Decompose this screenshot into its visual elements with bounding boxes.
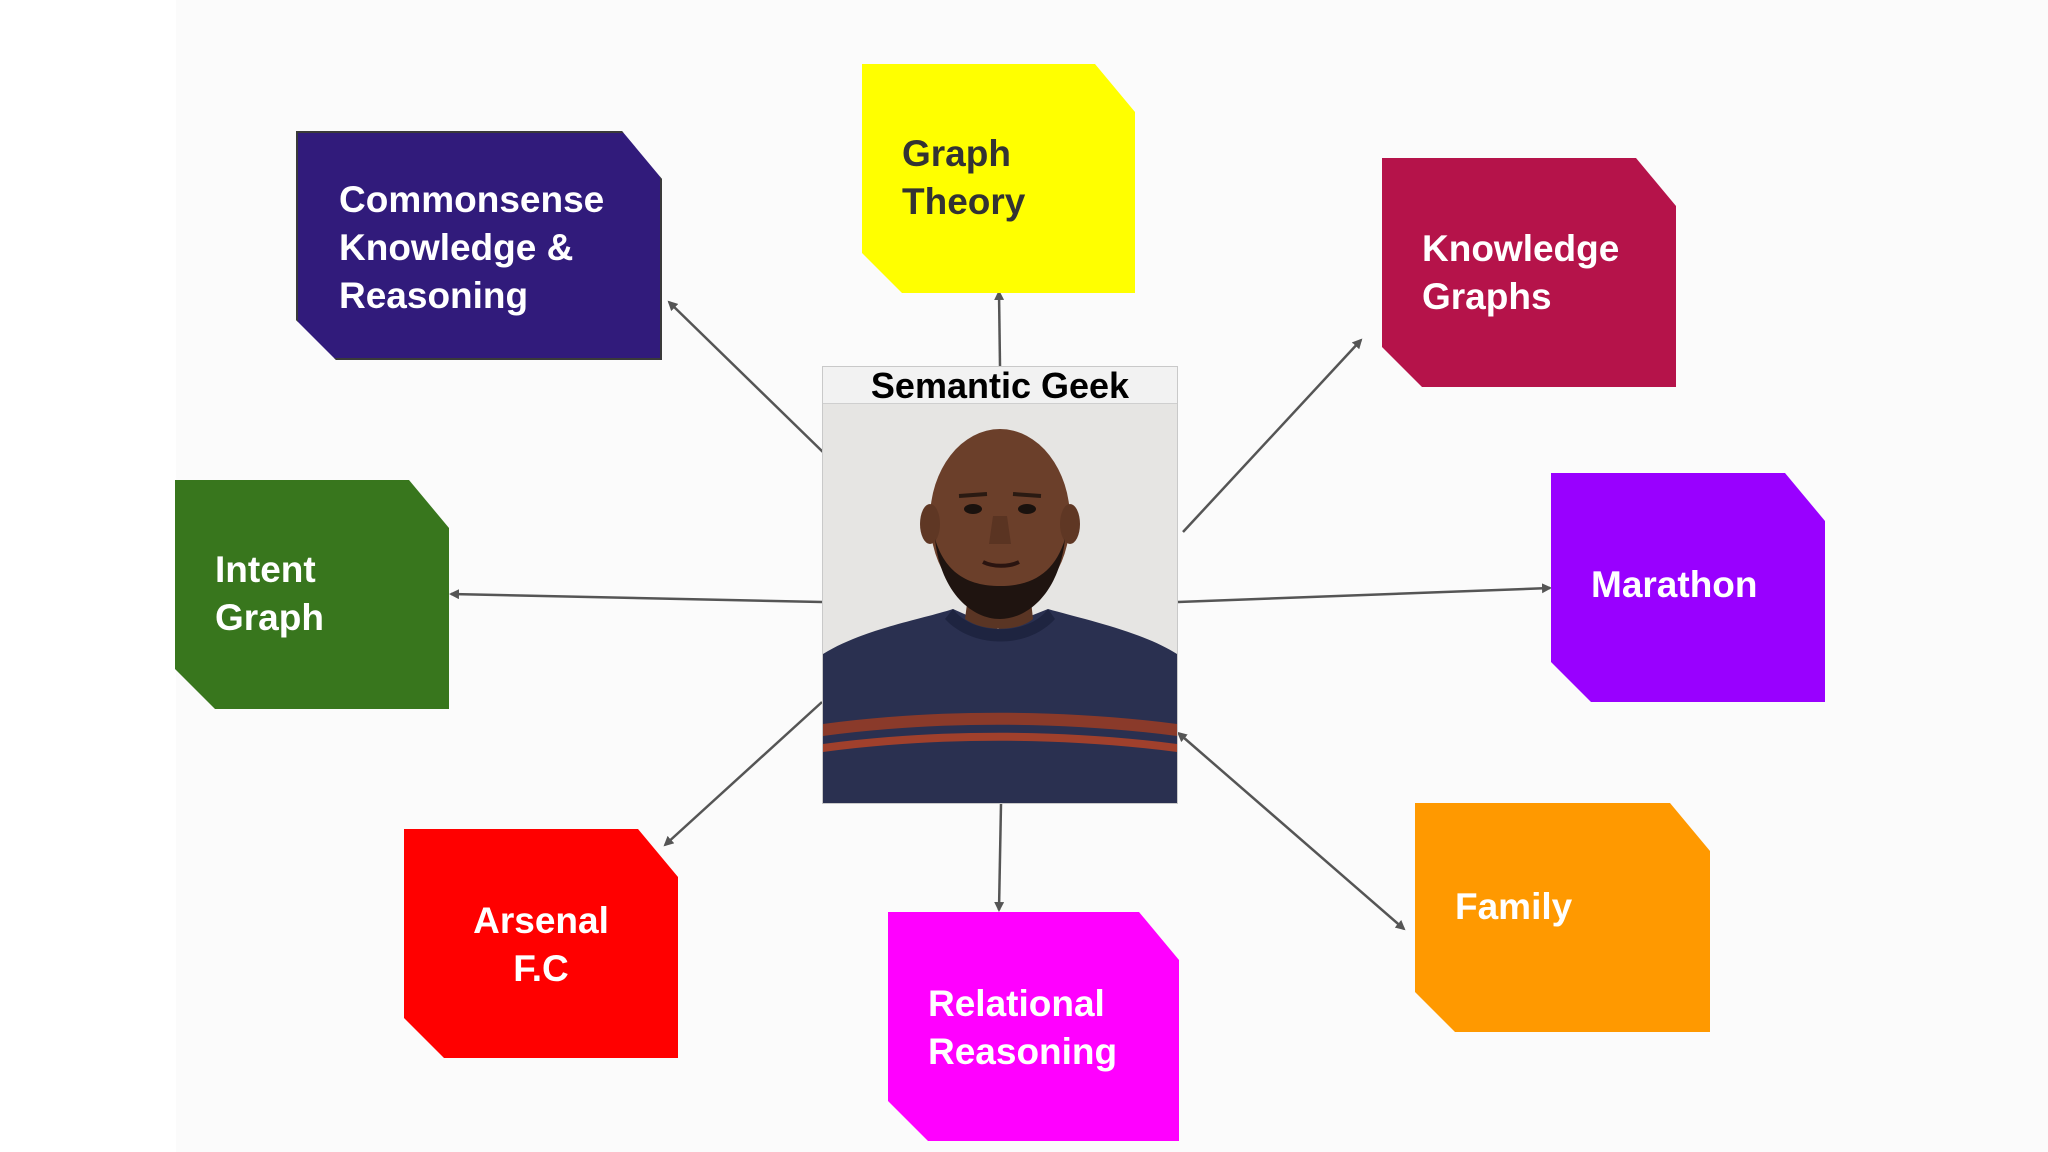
- node-marathon-line-1: Marathon: [1591, 563, 1758, 605]
- node-commonsense-line-2: Knowledge &: [339, 226, 574, 268]
- node-intent-graph-label: Intent Graph: [215, 546, 324, 642]
- node-commonsense: Commonsense Knowledge & Reasoning: [296, 131, 662, 360]
- node-arsenal-line-1: Arsenal: [473, 900, 609, 941]
- node-intent-graph-line-1: Intent: [215, 549, 316, 590]
- arrow-to-intent-graph: [449, 589, 823, 604]
- node-knowledge-graphs-line-2: Graphs: [1422, 275, 1552, 317]
- arrow-to-graph-theory: [994, 290, 1005, 367]
- arrow-to-arsenal: [663, 701, 823, 847]
- node-family-label: Family: [1455, 883, 1572, 931]
- profile-card: Semantic Geek: [822, 366, 1178, 804]
- arrow-to-relational-reasoning: [994, 803, 1005, 912]
- node-arsenal-label: Arsenal F.C: [473, 897, 609, 993]
- node-family: Family: [1415, 803, 1710, 1032]
- node-arsenal-line-2: F.C: [513, 948, 569, 989]
- node-intent-graph: Intent Graph: [175, 480, 449, 709]
- node-graph-theory-line-1: Graph: [902, 133, 1011, 174]
- profile-name: Semantic Geek: [823, 367, 1177, 405]
- node-intent-graph-line-2: Graph: [215, 597, 324, 638]
- arrow-to-marathon: [1177, 583, 1552, 604]
- node-relational-reasoning-line-1: Relational: [928, 983, 1105, 1024]
- node-knowledge-graphs-label: Knowledge Graphs: [1422, 225, 1619, 321]
- node-graph-theory-label: Graph Theory: [902, 130, 1025, 226]
- node-marathon-label: Marathon: [1591, 561, 1758, 609]
- node-knowledge-graphs: Knowledge Graphs: [1382, 158, 1676, 387]
- node-graph-theory-line-2: Theory: [902, 181, 1026, 222]
- node-relational-reasoning: Relational Reasoning: [888, 912, 1179, 1141]
- node-family-line-1: Family: [1455, 885, 1573, 927]
- node-commonsense-label: Commonsense Knowledge & Reasoning: [339, 176, 604, 320]
- arrow-to-knowledge-graphs: [1182, 338, 1363, 533]
- node-relational-reasoning-line-2: Reasoning: [928, 1031, 1118, 1072]
- person-portrait-icon: [823, 404, 1177, 803]
- arrow-to-family: [1176, 731, 1406, 931]
- node-knowledge-graphs-line-1: Knowledge: [1422, 227, 1620, 269]
- node-graph-theory: Graph Theory: [862, 64, 1135, 293]
- node-arsenal: Arsenal F.C: [404, 829, 678, 1058]
- node-commonsense-line-1: Commonsense: [339, 178, 605, 220]
- node-marathon: Marathon: [1551, 473, 1825, 702]
- arrow-to-commonsense: [667, 300, 827, 456]
- node-relational-reasoning-label: Relational Reasoning: [928, 980, 1117, 1076]
- node-commonsense-line-3: Reasoning: [339, 274, 529, 316]
